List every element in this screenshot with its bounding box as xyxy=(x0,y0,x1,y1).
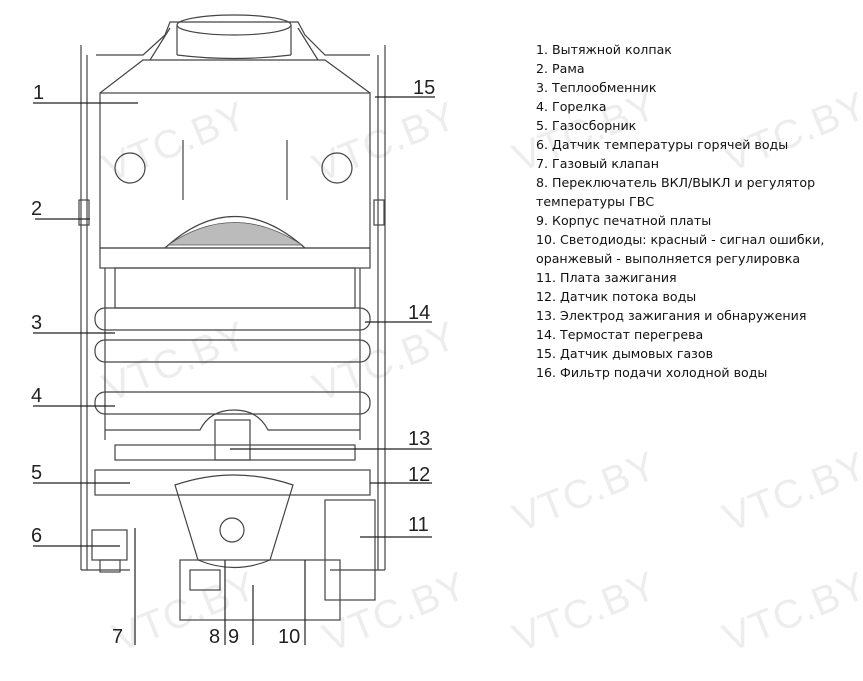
legend-item: 6. Датчик температуры горячей воды xyxy=(536,137,789,152)
legend-item: 14. Термостат перегрева xyxy=(536,327,704,342)
callout-11: 11 xyxy=(408,514,429,536)
callout-3: 3 xyxy=(31,312,43,334)
callout-14: 14 xyxy=(408,302,431,324)
legend-item: 12. Датчик потока воды xyxy=(536,289,697,304)
legend-item: 1. Вытяжной колпак xyxy=(536,42,672,57)
legend-item: 5. Газосборник xyxy=(536,118,637,133)
legend-item: 10. Светодиоды: красный - сигнал ошибки, xyxy=(536,232,825,247)
legend-item: температуры ГВС xyxy=(536,194,655,209)
callout-9: 9 xyxy=(228,626,240,648)
legend-item: 13. Электрод зажигания и обнаружения xyxy=(536,308,807,323)
callout-6: 6 xyxy=(31,525,43,547)
callout-12: 12 xyxy=(408,464,431,486)
parts-legend: 1. Вытяжной колпак 2. Рама 3. Теплообмен… xyxy=(536,40,856,382)
gas-valve xyxy=(91,474,376,621)
legend-item: 2. Рама xyxy=(536,61,585,76)
legend-item: 16. Фильтр подачи холодной воды xyxy=(536,365,768,380)
legend-item: оранжевый - выполняется регулировка xyxy=(536,251,801,266)
legend-item: 3. Теплообменник xyxy=(536,80,657,95)
legend-item: 8. Переключатель ВКЛ/ВЫКЛ и регулятор xyxy=(536,175,816,190)
callout-lines xyxy=(33,96,435,645)
flue-hood xyxy=(96,14,371,249)
callout-1: 1 xyxy=(33,82,45,104)
heat-exchanger xyxy=(94,247,371,440)
legend-item: 9. Корпус печатной платы xyxy=(536,213,712,228)
callout-4: 4 xyxy=(31,385,43,407)
callout-7: 7 xyxy=(112,626,124,648)
callout-10: 10 xyxy=(278,626,301,648)
callout-2: 2 xyxy=(31,198,43,220)
burner-mesh xyxy=(166,222,304,246)
legend-item: 11. Плата зажигания xyxy=(536,270,677,285)
legend-item: 7. Газовый клапан xyxy=(536,156,659,171)
callout-15: 15 xyxy=(413,77,436,99)
callout-13: 13 xyxy=(408,428,431,450)
legend-item: 4. Горелка xyxy=(536,99,607,114)
burner xyxy=(94,409,371,496)
callout-8: 8 xyxy=(209,626,221,648)
legend-item: 15. Датчик дымовых газов xyxy=(536,346,713,361)
callout-5: 5 xyxy=(31,462,43,484)
